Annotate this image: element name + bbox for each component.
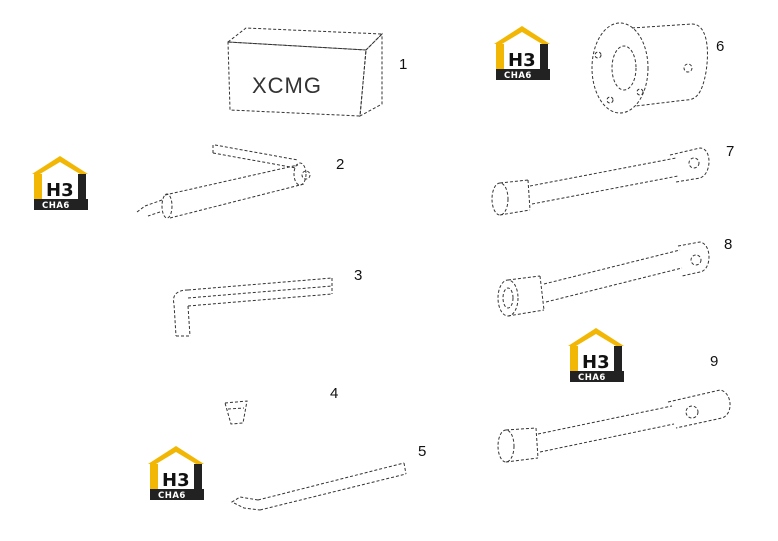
svg-text:CHA6: CHA6 bbox=[158, 491, 186, 501]
svg-text:H3: H3 bbox=[162, 470, 190, 491]
part-number-7: 7 bbox=[726, 143, 734, 160]
box-label: XCMG bbox=[252, 73, 322, 98]
part-5-bar bbox=[230, 462, 407, 511]
part-9-socket-wrench bbox=[497, 389, 731, 463]
watermark-logo: H3 CHA6 bbox=[32, 156, 88, 211]
part-4-sleeve bbox=[224, 400, 248, 425]
part-number-3: 3 bbox=[354, 267, 362, 284]
svg-text:H3: H3 bbox=[582, 352, 610, 373]
part-6-hub bbox=[591, 22, 708, 114]
part-number-2: 2 bbox=[336, 156, 344, 173]
part-number-1: 1 bbox=[399, 56, 407, 73]
part-number-9: 9 bbox=[710, 353, 718, 370]
part-7-socket-wrench bbox=[491, 147, 710, 216]
watermark-logo: H3 CHA6 bbox=[568, 328, 624, 383]
svg-text:H3: H3 bbox=[508, 50, 536, 71]
svg-text:CHA6: CHA6 bbox=[42, 201, 70, 211]
part-2-t-wrench bbox=[136, 144, 311, 219]
part-number-8: 8 bbox=[724, 236, 732, 253]
part-3-hex-key bbox=[173, 277, 333, 337]
watermark-logo: H3 CHA6 bbox=[148, 446, 204, 501]
part-8-socket-wrench bbox=[497, 241, 710, 317]
svg-text:CHA6: CHA6 bbox=[578, 373, 606, 383]
watermark-logo: H3 CHA6 bbox=[494, 26, 550, 81]
part-number-5: 5 bbox=[418, 443, 426, 460]
part-number-6: 6 bbox=[716, 38, 724, 55]
part-number-4: 4 bbox=[330, 385, 338, 402]
svg-text:H3: H3 bbox=[46, 180, 74, 201]
svg-text:CHA6: CHA6 bbox=[504, 71, 532, 81]
part-1-box: XCMG bbox=[226, 27, 384, 117]
